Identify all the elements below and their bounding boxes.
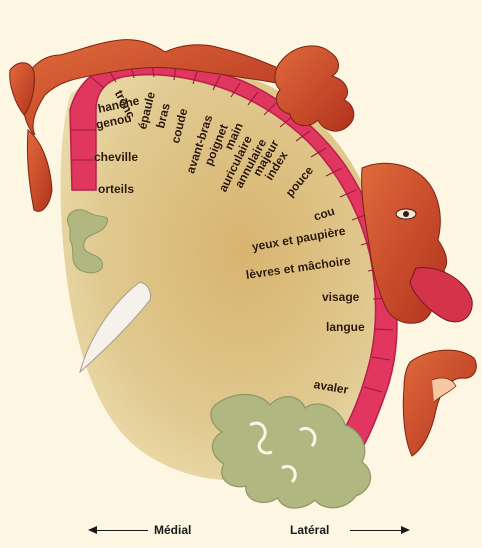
axis-label-lateral: Latéral xyxy=(290,523,329,537)
label-cheville: cheville xyxy=(94,150,138,164)
label-visage: visage xyxy=(322,290,359,304)
homunculus-lower-leg xyxy=(27,130,52,211)
label-orteils: orteils xyxy=(98,182,134,196)
pharynx xyxy=(403,350,476,456)
lateral-arrow xyxy=(350,530,408,531)
axis-label-medial: Médial xyxy=(154,523,191,537)
label-langue: langue xyxy=(326,320,365,334)
medial-arrow xyxy=(90,530,148,531)
